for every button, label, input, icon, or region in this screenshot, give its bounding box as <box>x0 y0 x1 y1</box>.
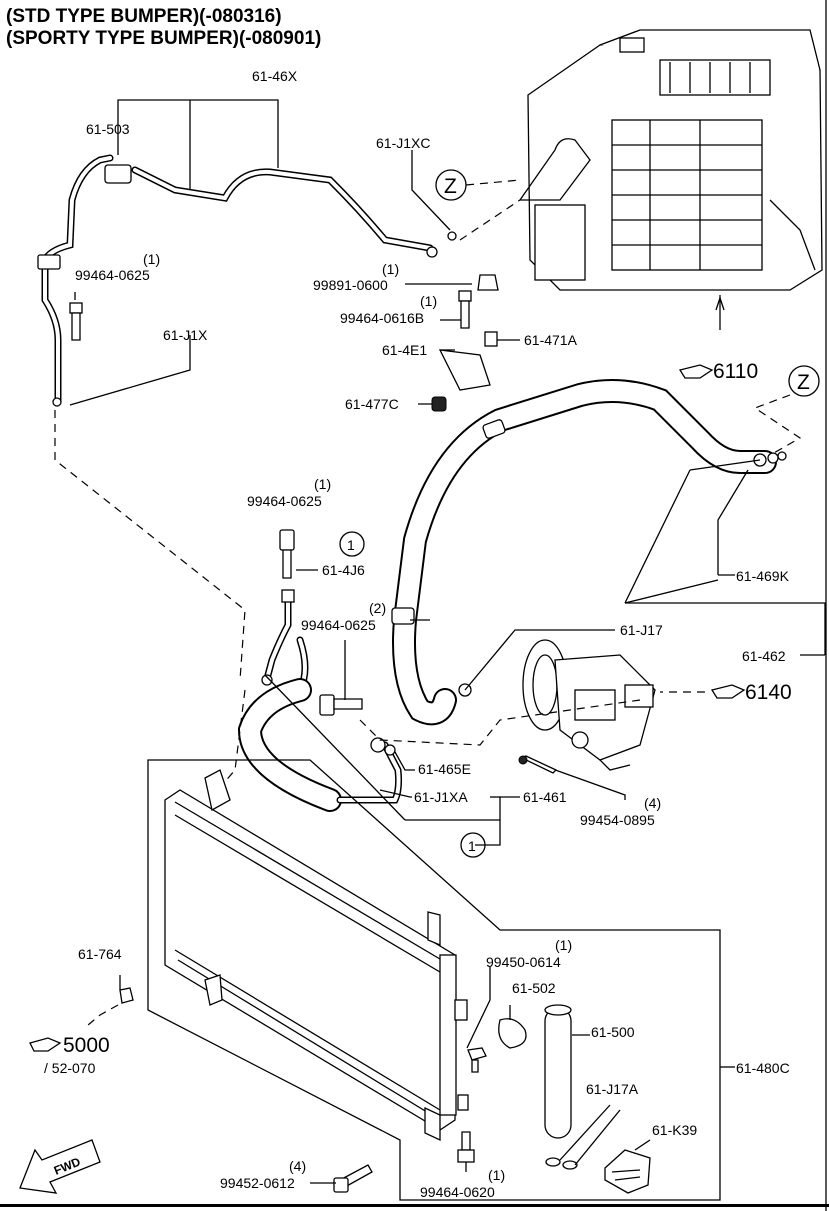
circle-ref-1-bottom-label: 1 <box>468 838 476 854</box>
label-61-j1x: 61-J1X <box>163 327 208 343</box>
header-line-1: (STD TYPE BUMPER)(-080316) <box>6 6 282 27</box>
ref-6110: 6110 <box>678 360 758 383</box>
label-61-503: 61-503 <box>86 121 130 137</box>
qty-99464-0625-mid: (1) <box>314 476 331 492</box>
z-label-right: Z <box>797 371 810 394</box>
bottom-bolts <box>119 987 475 1193</box>
qty-99464-0620: (1) <box>488 1167 505 1183</box>
label-61-477c: 61-477C <box>345 396 399 412</box>
circle-ref-1-top: 1 <box>339 531 365 557</box>
label-99452-0612: 99452-0612 <box>220 1175 295 1191</box>
qty-99464-0625-top: (1) <box>143 251 160 267</box>
pipe-61-46x <box>37 154 434 407</box>
z-label-top: Z <box>444 175 457 198</box>
pointing-hand-icon <box>678 364 714 379</box>
label-99891-0600: 99891-0600 <box>313 277 388 293</box>
ref-5000-sub: / 52-070 <box>44 1060 96 1076</box>
header-line-2: (SPORTY TYPE BUMPER)(-080901) <box>6 28 322 49</box>
ac-compressor <box>522 639 656 771</box>
bottom-rule <box>0 1204 829 1207</box>
label-61-462: 61-462 <box>742 648 786 664</box>
label-61-465e: 61-465E <box>418 761 471 777</box>
label-61-4e1: 61-4E1 <box>382 342 427 358</box>
leaders-middle <box>54 410 641 846</box>
label-61-502: 61-502 <box>512 980 556 996</box>
diagram-header: (STD TYPE BUMPER)(-080316) (SPORTY TYPE … <box>6 6 321 50</box>
z-references: Z Z <box>435 169 820 459</box>
label-61-469k: 61-469K <box>736 568 790 584</box>
z-circle-right <box>788 365 820 397</box>
hvac-unit <box>518 29 823 330</box>
label-99464-0620: 99464-0620 <box>420 1184 495 1200</box>
ref-6140: 6140 <box>660 681 792 704</box>
label-61-k39: 61-K39 <box>652 1122 697 1138</box>
label-61-471a: 61-471A <box>524 332 578 348</box>
label-61-500: 61-500 <box>591 1024 635 1040</box>
pointing-hand-icon <box>710 684 746 699</box>
leader-469k <box>717 469 749 575</box>
label-61-j1xc: 61-J1XC <box>376 135 430 151</box>
hose-61-462 <box>391 379 787 726</box>
fwd-indicator: FWD <box>19 1139 101 1194</box>
leaders-top <box>69 99 520 406</box>
label-99464-0625-top: 99464-0625 <box>75 267 150 283</box>
qty-99464-0616b: (1) <box>420 293 437 309</box>
label-99464-0616b: 99464-0616B <box>340 310 424 326</box>
label-99464-0625-mid: 99464-0625 <box>247 493 322 509</box>
label-61-480c: 61-480C <box>736 1060 790 1076</box>
qty-99464-0625-low: (2) <box>369 600 386 616</box>
ref-5000-label: 5000 <box>63 1034 110 1057</box>
pointing-hand-icon <box>29 1037 62 1052</box>
ref-5000: 5000 / 52-070 <box>29 1034 110 1076</box>
condenser-assembly-box <box>147 759 735 1201</box>
label-99464-0625-low: 99464-0625 <box>301 617 376 633</box>
label-99450-0614: 99450-0614 <box>486 954 561 970</box>
label-61-461: 61-461 <box>523 789 567 805</box>
condenser-core <box>164 769 469 1142</box>
receiver-dryer <box>467 1004 651 1194</box>
label-61-46x: 61-46X <box>252 68 298 84</box>
qty-99891-0600: (1) <box>382 261 399 277</box>
label-99454-0895: 99454-0895 <box>580 812 655 828</box>
qty-99454-0895: (4) <box>644 795 661 811</box>
leaders-lower <box>87 967 651 1184</box>
pipe-61-j1xa <box>237 529 472 812</box>
fwd-arrow-icon <box>19 1139 101 1194</box>
qty-99450-0614: (1) <box>555 937 572 953</box>
label-61-j17: 61-J17 <box>620 622 663 638</box>
label-61-j1xa: 61-J1XA <box>414 789 468 805</box>
qty-99452-0612: (4) <box>289 1158 306 1174</box>
ref-6110-label: 6110 <box>713 360 758 383</box>
ref-6140-label: 6140 <box>745 681 792 704</box>
label-61-764: 61-764 <box>78 946 122 962</box>
label-61-4j6: 61-4J6 <box>322 562 365 578</box>
label-61-j17a: 61-J17A <box>586 1081 639 1097</box>
callout-labels: 61-46X 61-503 61-J1XC 61-J1X (1) 99464-0… <box>75 68 790 1200</box>
pressure-switch <box>104 164 132 184</box>
circle-ref-1-top-label: 1 <box>347 537 355 553</box>
fasteners-top <box>69 231 499 412</box>
circle-ref-1-bottom: 1 <box>460 832 486 858</box>
